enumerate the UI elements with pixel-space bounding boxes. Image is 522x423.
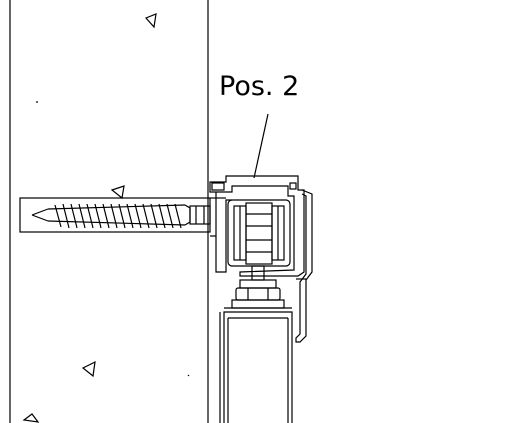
callout-leader-line [253,113,269,179]
wall-section [9,0,209,423]
wood-screw [19,197,211,233]
top-track-profile [209,175,313,343]
door-panel [219,307,293,423]
position-callout-label: Pos. 2 [219,71,300,102]
